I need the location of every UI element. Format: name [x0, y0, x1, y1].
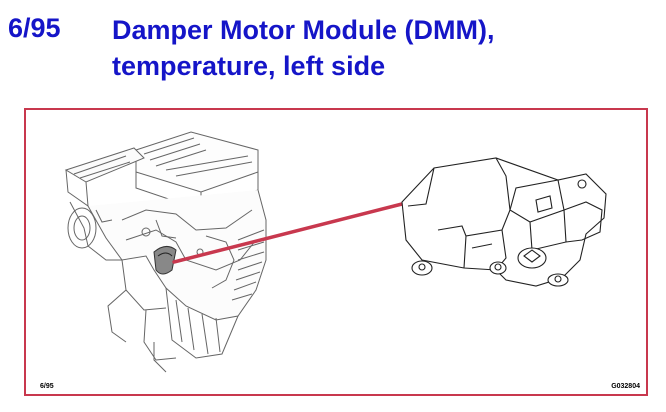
hvac-housing-drawing — [64, 131, 267, 373]
page-title: Damper Motor Module (DMM), temperature, … — [112, 12, 652, 84]
page-title-line-2: temperature, left side — [112, 51, 386, 81]
figure-id-code: G032804 — [611, 383, 640, 390]
damper-motor-module-drawing — [401, 157, 607, 287]
page-number: 6/95 — [8, 13, 61, 43]
figure-page-code: 6/95 — [40, 383, 54, 390]
dmm-location-marker — [153, 246, 177, 275]
callout-pointer — [172, 202, 404, 264]
figure-illustration — [64, 131, 607, 373]
page-title-line-1: Damper Motor Module (DMM), — [112, 15, 495, 45]
figure-frame: 6/95 G032804 — [24, 108, 648, 396]
